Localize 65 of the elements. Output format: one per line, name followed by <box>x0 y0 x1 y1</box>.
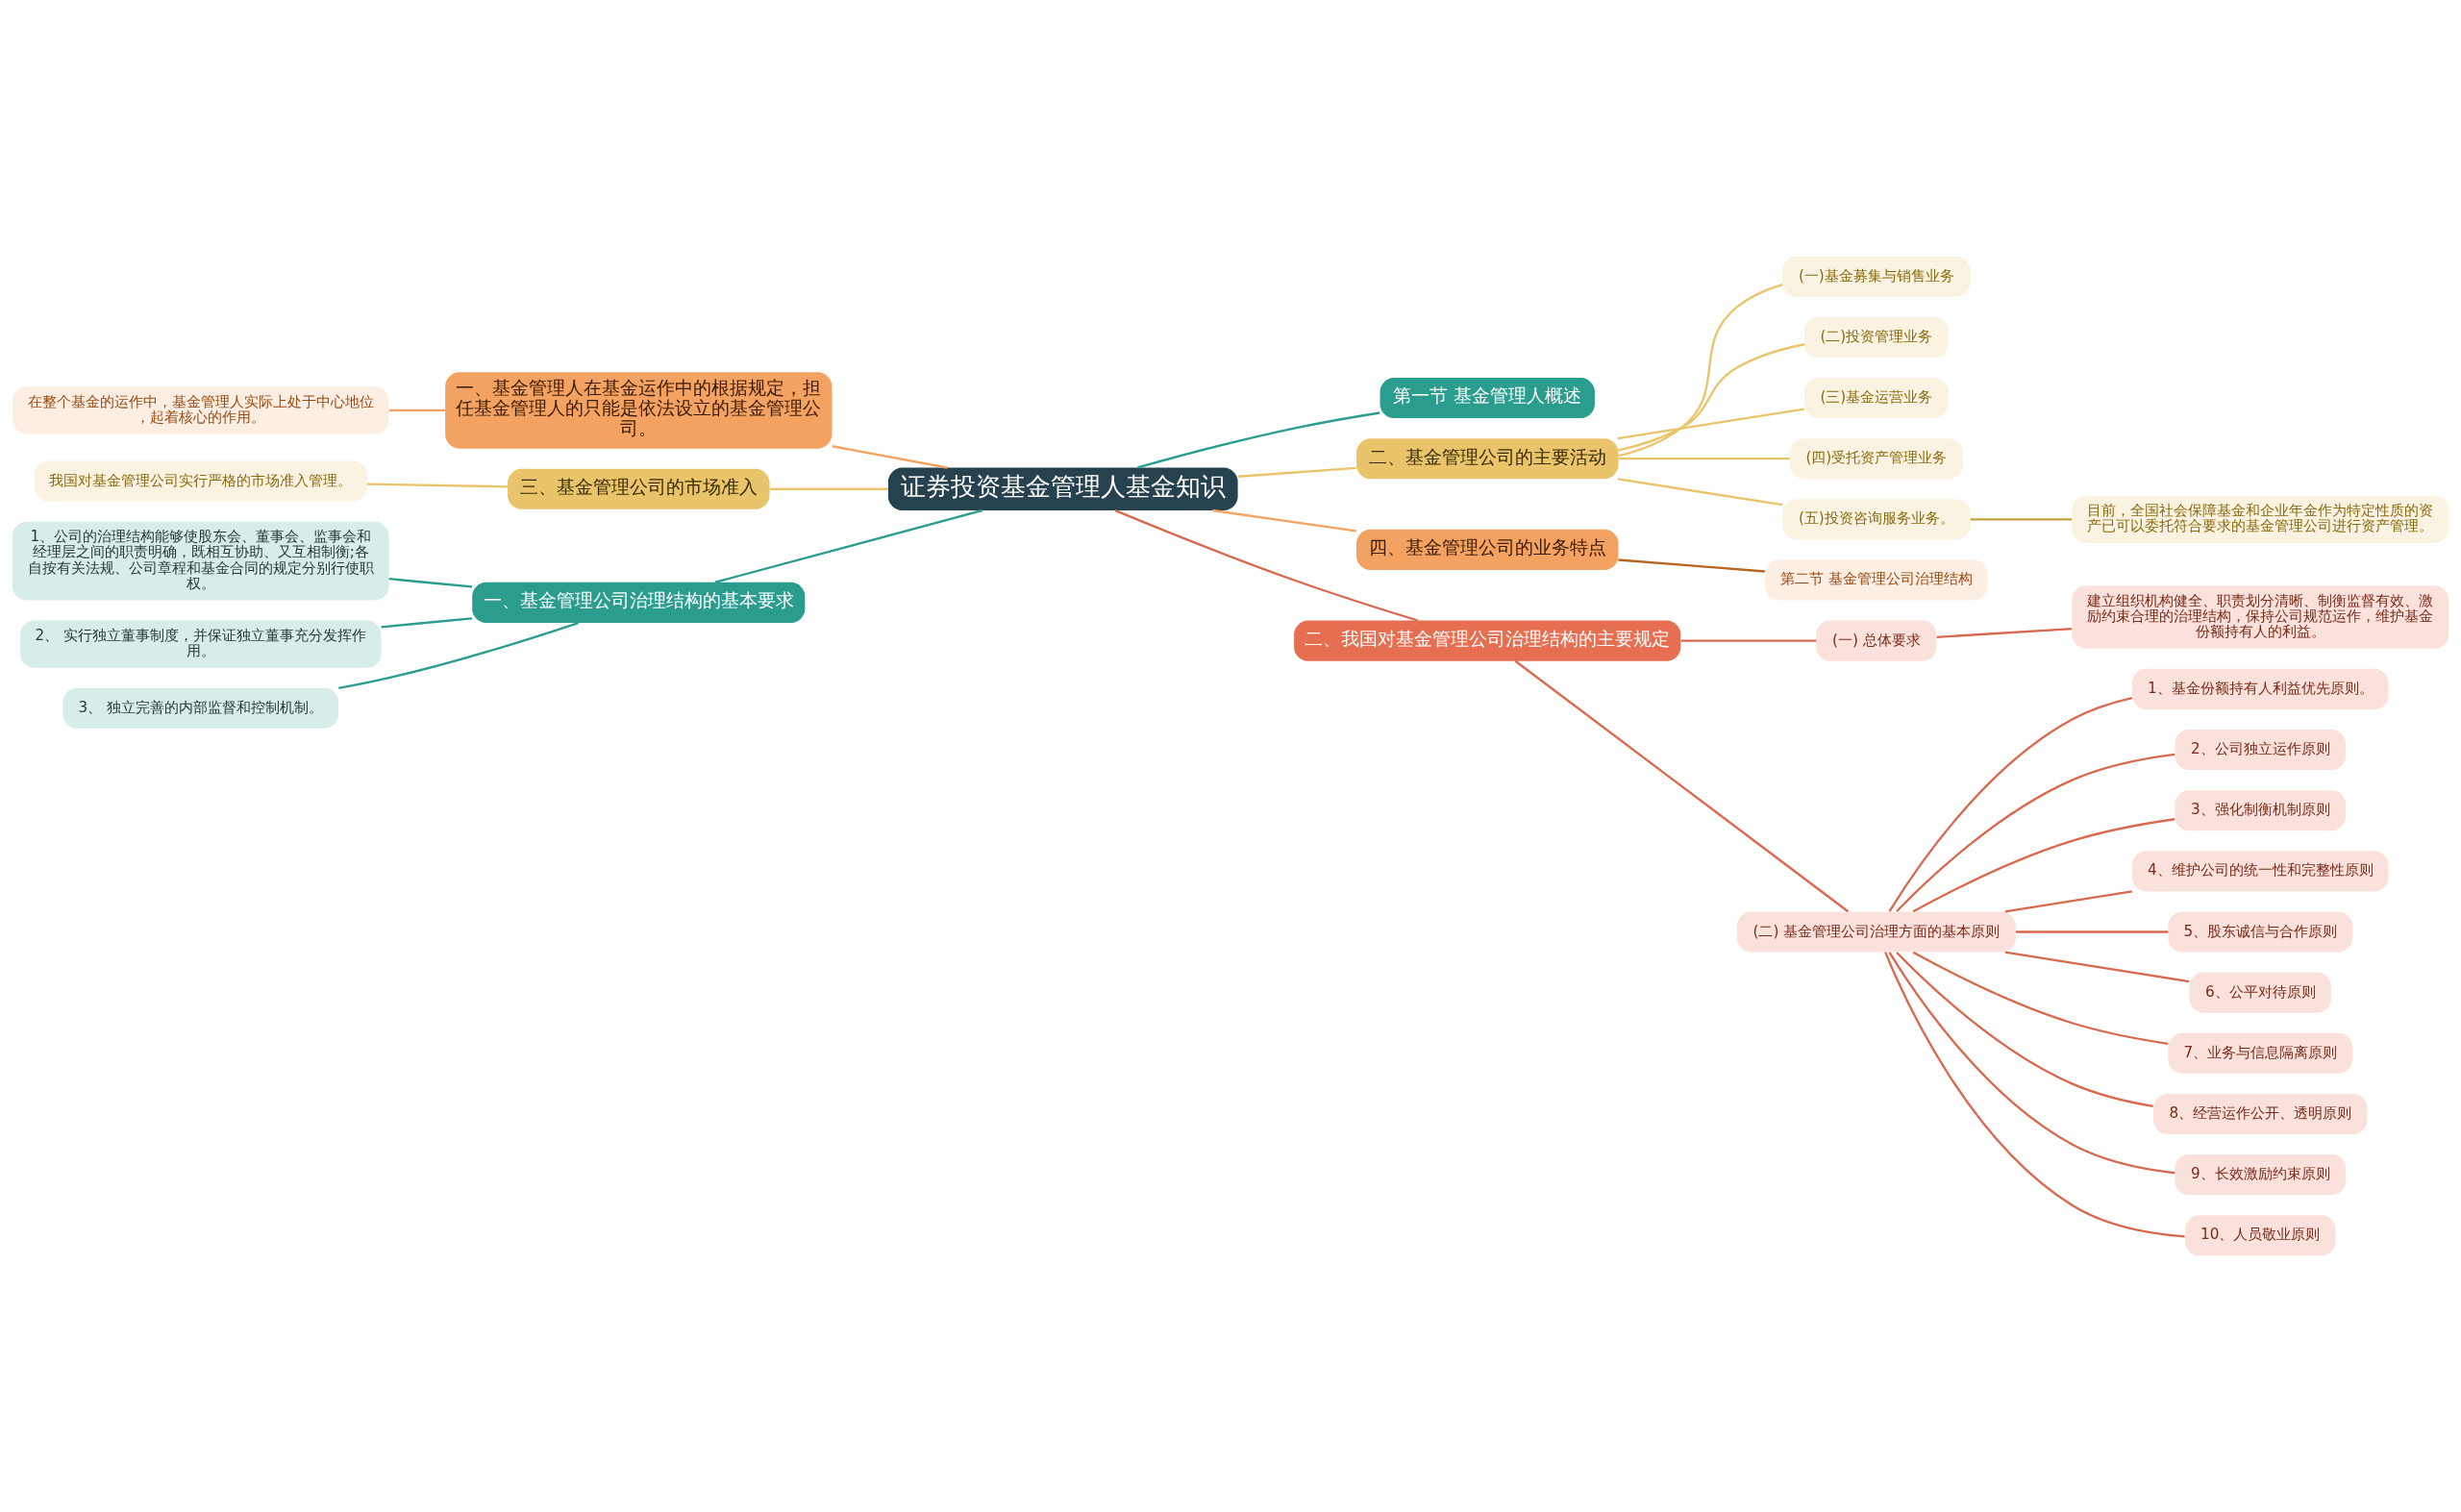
connector <box>832 445 948 469</box>
connector <box>1212 508 1356 533</box>
connector <box>1970 518 2073 521</box>
connector <box>1912 951 2169 1045</box>
node-box: 2、公司独立运作原则 <box>2175 730 2347 771</box>
node-box: (四)受托资产管理业务 <box>1789 438 1963 480</box>
connector <box>388 409 446 412</box>
connector <box>1888 952 2175 1175</box>
node-box: 二、基金管理公司的主要活动 <box>1356 438 1619 480</box>
connector <box>1114 509 1419 622</box>
connector <box>1514 659 1850 913</box>
node-box: 8、经营运作公开、透明原则 <box>2153 1093 2368 1134</box>
node-box: 1、公司的治理结构能够使股东会、董事会、监事会和经理层之间的职责明确，既相互协助、又互相制衡;各自按有关法规、公司章程和基金合同的规定分别行使职权。 <box>12 521 389 601</box>
connector <box>1618 283 1783 458</box>
node-box: 10、人员敬业原则 <box>2184 1215 2336 1256</box>
connector <box>1936 627 2072 638</box>
node-box: 二、我国对基金管理公司治理结构的主要规定 <box>1294 620 1681 661</box>
node-box: 第二节 基金管理公司治理结构 <box>1765 559 1988 601</box>
connector <box>1884 952 2185 1238</box>
node-box: 3、 独立完善的内部监督和控制机制。 <box>62 687 339 729</box>
connector <box>1912 818 2175 913</box>
connector <box>338 621 579 690</box>
connector <box>1137 411 1380 469</box>
node-box: 三、基金管理公司的市场准入 <box>508 468 770 509</box>
node-box: 证券投资基金管理人基金知识 <box>887 467 1238 510</box>
connector <box>388 578 473 588</box>
connector <box>1896 753 2175 912</box>
connector <box>1896 952 2153 1108</box>
connector <box>769 487 888 490</box>
connector <box>1237 466 1356 478</box>
node-box: (五)投资咨询服务业务。 <box>1782 499 1971 540</box>
node-box: 1、基金份额持有人利益优先原则。 <box>2131 668 2389 709</box>
connector <box>1888 696 2133 912</box>
connector <box>2004 951 2190 983</box>
node-box: 2、 实行独立董事制度，并保证独立董事充分发挥作用。 <box>20 620 382 668</box>
connector <box>2015 930 2169 933</box>
connector <box>1617 478 1783 507</box>
connector <box>1680 639 1817 642</box>
node-box: (二)投资管理业务 <box>1804 316 1949 358</box>
connector <box>1617 408 1804 440</box>
node-box: 在整个基金的运作中，基金管理人实际上处于中心地位，起着核心的作用。 <box>12 386 389 434</box>
node-box: 一、基金管理公司治理结构的基本要求 <box>472 582 806 623</box>
connector <box>1618 558 1765 573</box>
node-box: 四、基金管理公司的业务特点 <box>1356 529 1619 570</box>
node-box: 目前，全国社会保障基金和企业年金作为特定性质的资产已可以委托符合要求的基金管理公司进行资产管理。 <box>2072 495 2449 543</box>
node-box: (二) 基金管理公司治理方面的基本原则 <box>1736 911 2016 953</box>
node-box: 9、长效激励约束原则 <box>2175 1154 2347 1196</box>
node-box: 第一节 基金管理人概述 <box>1380 378 1595 419</box>
node-box: 6、公平对待原则 <box>2189 972 2331 1013</box>
node-box: 4、维护公司的统一性和完整性原则 <box>2131 851 2389 892</box>
node-box: (三)基金运营业务 <box>1804 378 1949 419</box>
connector <box>1618 343 1805 452</box>
connector <box>714 508 983 583</box>
connector <box>1618 458 1790 460</box>
node-box: 3、强化制衡机制原则 <box>2175 790 2347 831</box>
node-box: 我国对基金管理公司实行严格的市场准入管理。 <box>34 460 367 502</box>
connector <box>381 617 472 629</box>
node-box: 建立组织机构健全、职责划分清晰、制衡监督有效、激励约束合理的治理结构，保持公司规范运作，维护基金份额持有人的利益。 <box>2072 585 2449 649</box>
node-box: 7、业务与信息隔离原则 <box>2168 1032 2353 1074</box>
connector <box>366 483 508 488</box>
connector <box>2004 890 2132 913</box>
node-box: (一)基金募集与销售业务 <box>1782 256 1971 297</box>
node-box: 一、基金管理人在基金运作中的根据规定，担任基金管理人的只能是依法设立的基金管理公司。 <box>445 372 833 449</box>
node-box: (一) 总体要求 <box>1816 620 1937 661</box>
node-box: 5、股东诚信与合作原则 <box>2168 911 2353 953</box>
